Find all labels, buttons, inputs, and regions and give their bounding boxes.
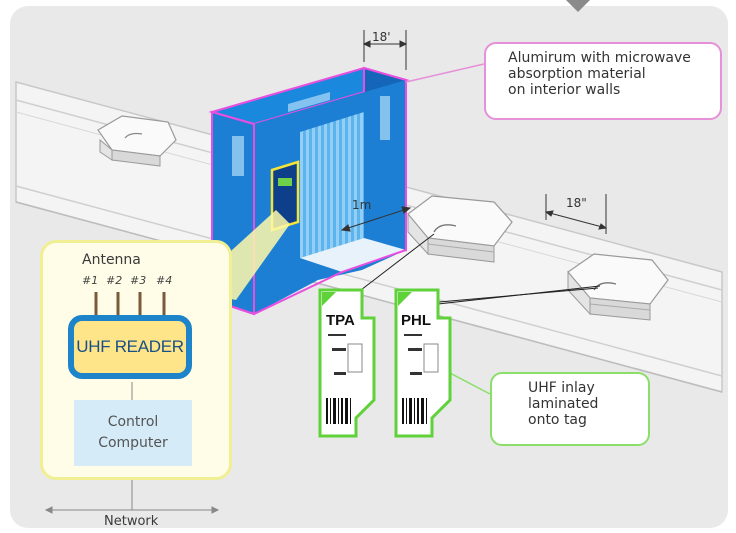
dimension-tunnel-width: [362, 30, 408, 70]
connector-inlay: [447, 371, 491, 395]
tag-phl-code: PHL: [401, 312, 431, 329]
barcode-phl: [402, 398, 427, 424]
bag-middle: [407, 195, 513, 263]
callout-material-line-1: Alumirum with microwave: [508, 50, 691, 66]
uhf-reader-box: UHF READER: [68, 315, 192, 379]
callout-inlay-line-3: onto tag: [528, 412, 587, 428]
uhf-reader-label: UHF READER: [76, 337, 184, 356]
tag-tpa-code: TPA: [326, 312, 355, 329]
antenna-label: Antenna: [82, 252, 141, 268]
callout-uhf-inlay: UHF inlay laminated onto tag: [490, 372, 650, 446]
bag-spacing-label: 18": [566, 196, 587, 210]
computer-label-line-2: Computer: [98, 435, 168, 451]
distance-label: 1m: [352, 198, 372, 212]
dimension-distance: [340, 206, 412, 232]
tag-phl: [394, 288, 452, 438]
bag-right: [567, 253, 669, 321]
port-1-label: #1: [82, 274, 99, 287]
dimension-bag-spacing: [544, 194, 608, 234]
callout-inlay-line-1: UHF inlay: [528, 380, 595, 396]
callout-material-line-2: absorption material: [508, 66, 646, 82]
callout-absorption-material: Alumirum with microwave absorption mater…: [484, 42, 722, 120]
control-computer-box: Control Computer: [74, 400, 192, 466]
port-3-label: #3: [130, 274, 147, 287]
port-4-label: #4: [156, 274, 173, 287]
bag-left: [97, 115, 177, 167]
callout-material-line-3: on interior walls: [508, 82, 621, 98]
pointer-marker: [566, 0, 590, 12]
callout-inlay-line-2: laminated: [528, 396, 599, 412]
tag-tpa: [318, 288, 376, 438]
network-label: Network: [104, 514, 159, 529]
network-line: [44, 480, 220, 514]
barcode-tpa: [326, 398, 351, 424]
port-2-label: #2: [106, 274, 123, 287]
tunnel-width-label: 18': [372, 30, 391, 44]
connector-material: [405, 63, 485, 83]
computer-label-line-1: Control: [107, 414, 159, 430]
